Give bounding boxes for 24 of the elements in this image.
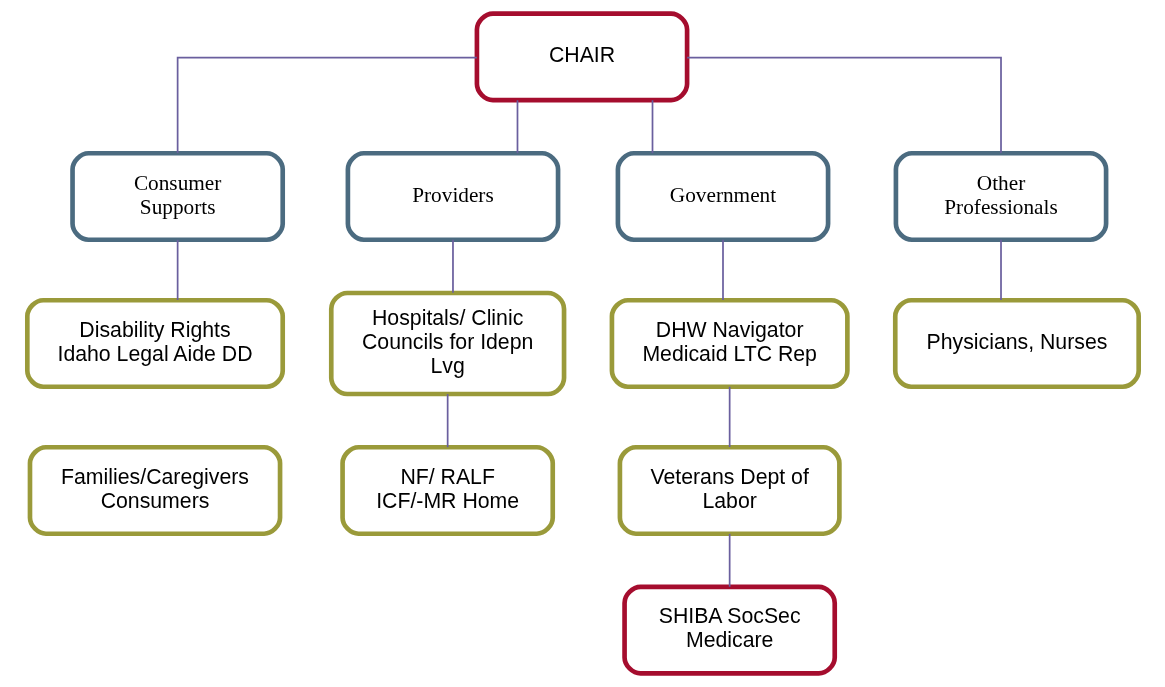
connector — [176, 56, 478, 154]
connector — [451, 238, 454, 294]
connector — [516, 99, 518, 154]
node-box: Disability Rights Idaho Legal Aide DD — [24, 297, 285, 390]
node-box: Hospitals/ Clinic Councils for Idepn Lvg — [328, 290, 566, 397]
node-box: Government — [615, 150, 830, 243]
node-box: Other Professionals — [893, 150, 1108, 243]
node-box: Physicians, Nurses — [892, 297, 1141, 390]
node-box: Providers — [345, 150, 560, 243]
connector — [176, 238, 178, 301]
connector — [685, 56, 1002, 154]
node-box: Consumer Supports — [69, 150, 285, 243]
node-box: NF/ RALF ICF/-MR Home — [339, 444, 555, 537]
node-box: Veterans Dept of Labor — [617, 444, 842, 537]
connector — [728, 385, 730, 448]
connector — [728, 533, 730, 588]
node-box: CHAIR — [474, 11, 689, 103]
connector — [446, 393, 449, 449]
connector — [999, 238, 1002, 301]
connector — [651, 99, 653, 154]
node-box: SHIBA SocSec Medicare — [621, 584, 837, 676]
node-box: DHW Navigator Medicaid LTC Rep — [609, 297, 850, 390]
connector — [721, 238, 724, 301]
node-box: Families/Caregivers Consumers — [27, 444, 282, 537]
